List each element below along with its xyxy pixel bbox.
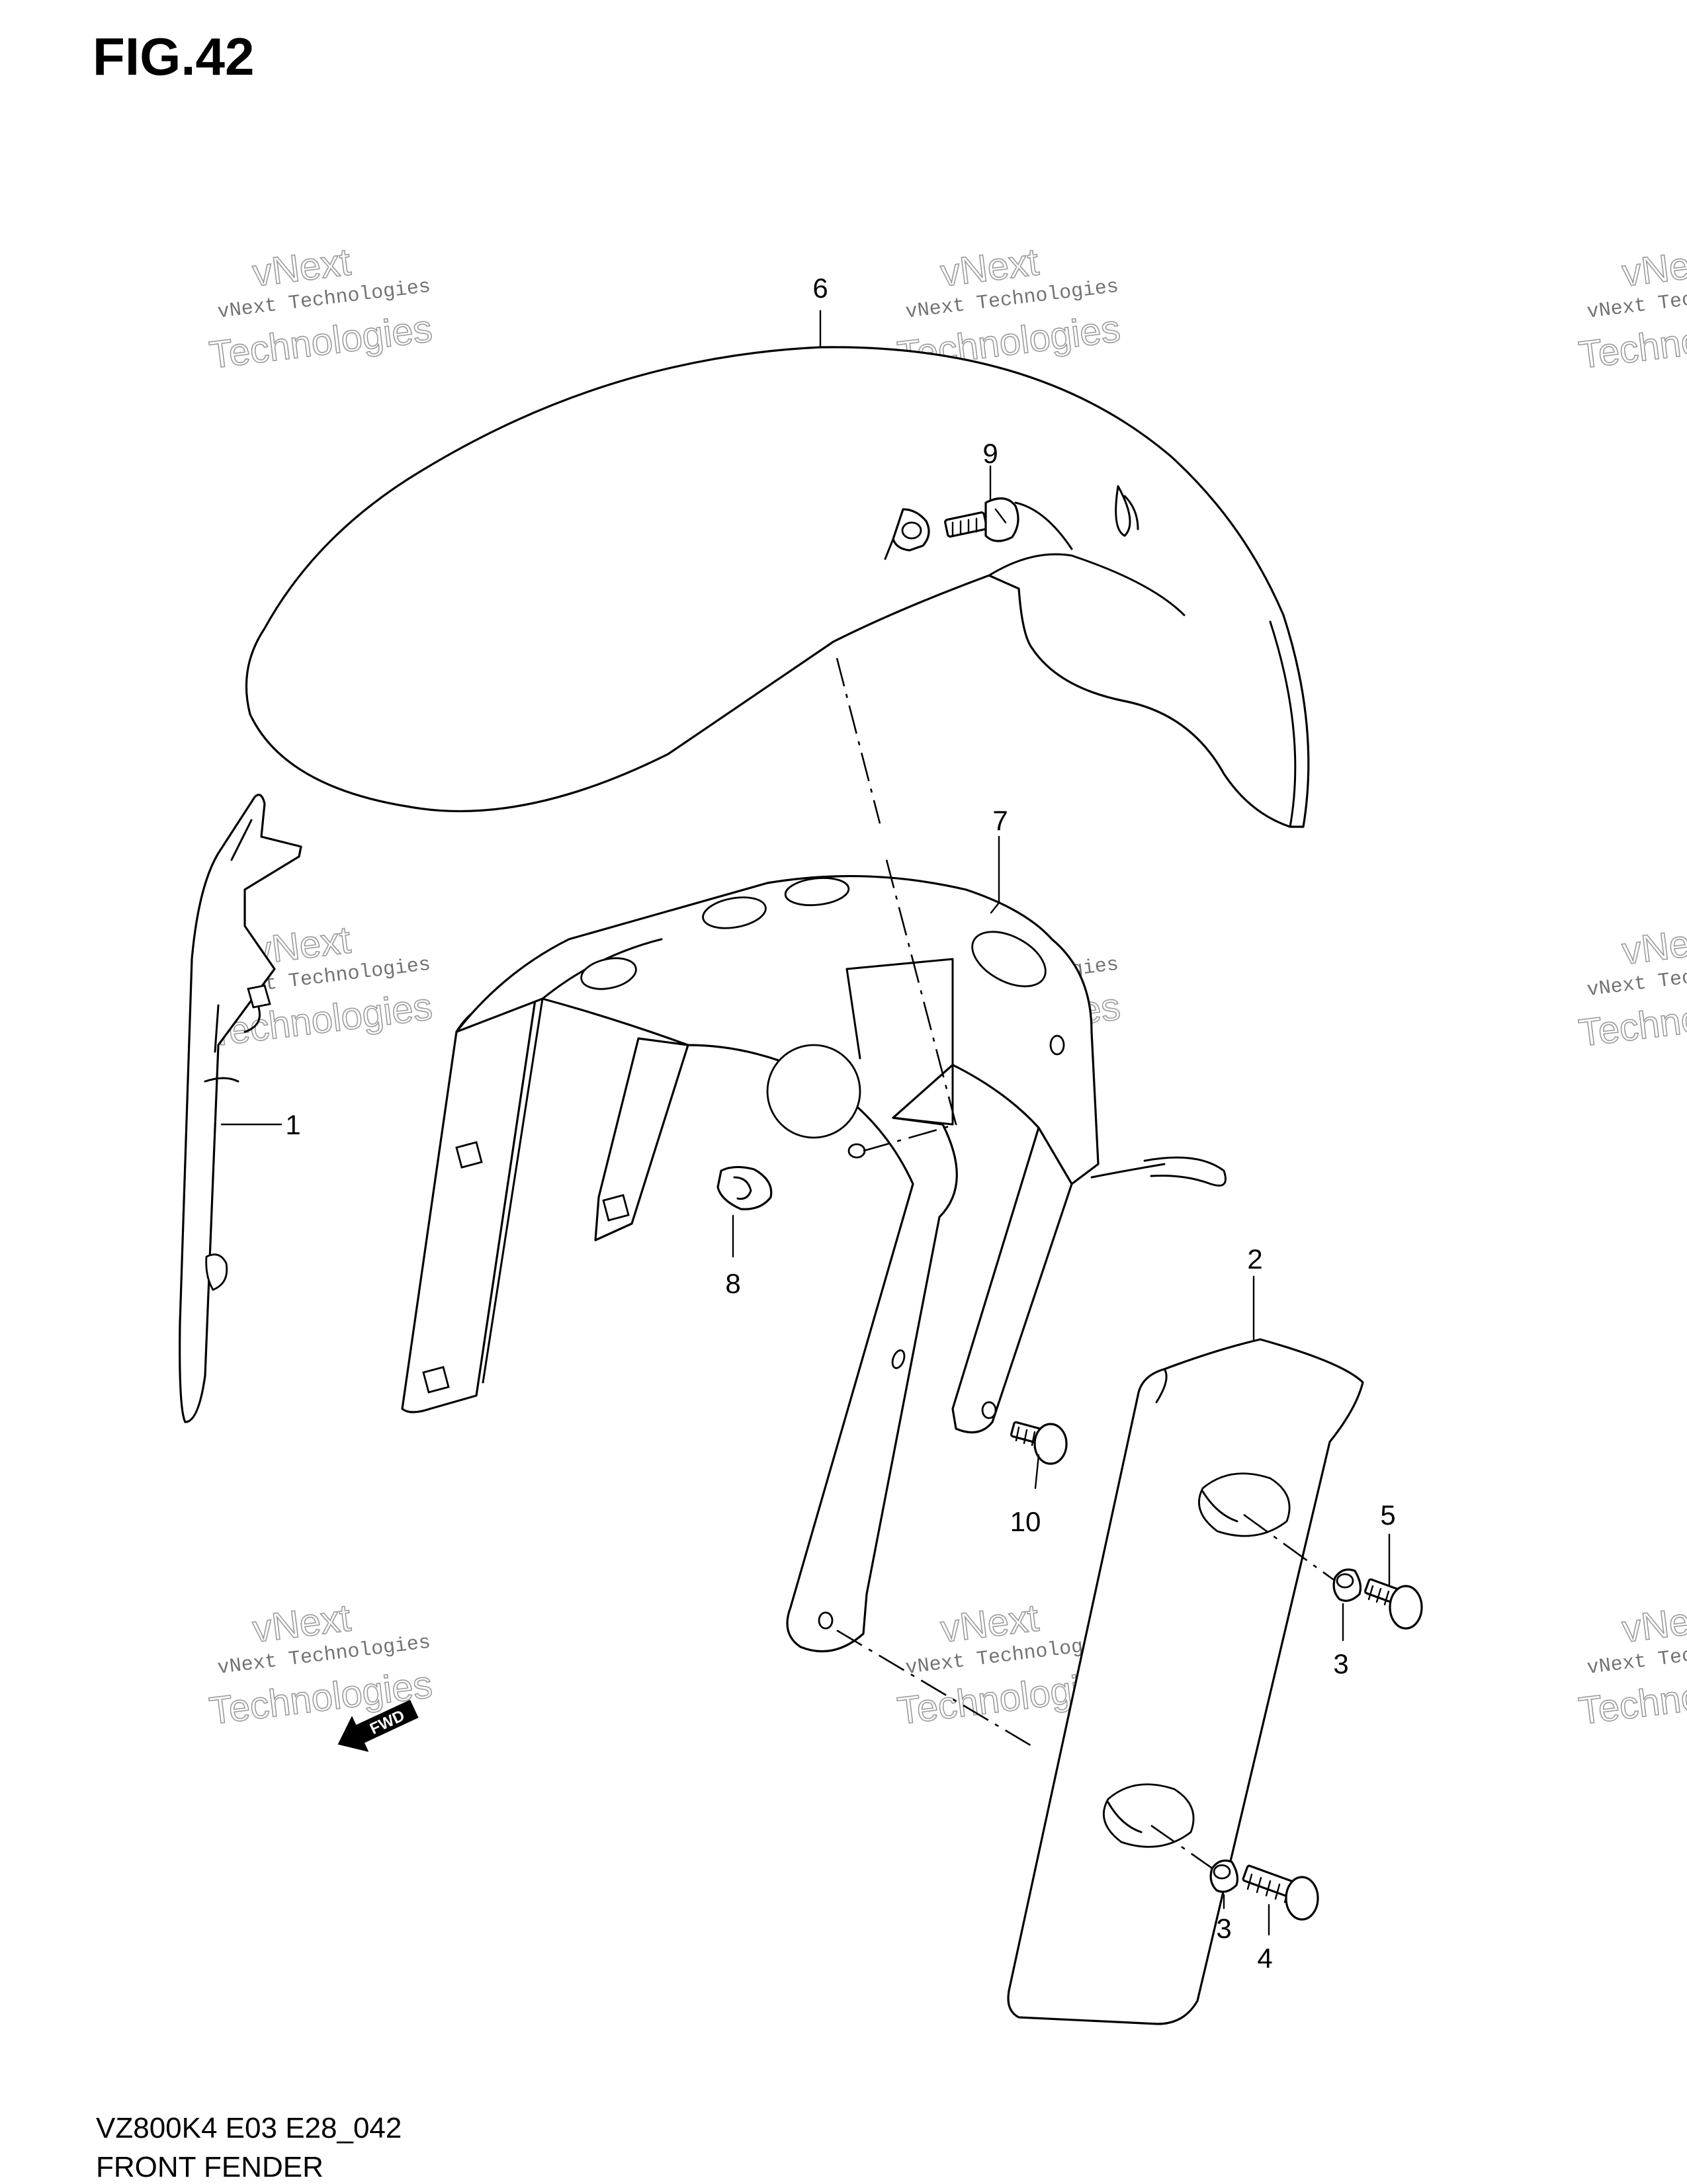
- callout-7: 7: [992, 805, 1008, 836]
- part-4-bolt: [1242, 1865, 1319, 1921]
- callout-5: 5: [1380, 1499, 1395, 1531]
- diagram-code: VZ800K4 E03 E28_042: [96, 2112, 402, 2144]
- callout-6: 6: [812, 273, 828, 304]
- part-6-front-fender: [245, 346, 1310, 828]
- callout-9: 9: [982, 438, 998, 469]
- callout-4: 4: [1257, 1943, 1272, 1974]
- part-2-cover-panel: [1007, 1338, 1364, 2025]
- watermark: vNext Technologies vNext Technologies: [1576, 240, 1687, 378]
- watermark: vNext Technologies vNext Technologies: [206, 240, 435, 378]
- part-3-spacer: [1332, 1568, 1362, 1602]
- watermark-line2: vNext: [1620, 1596, 1687, 1651]
- alignment-line: [1243, 1513, 1336, 1582]
- callout-10: 10: [1010, 1506, 1041, 1537]
- callout-2: 2: [1247, 1243, 1262, 1275]
- leader-lines: [220, 310, 1391, 1936]
- watermark-line2: vNext: [1620, 240, 1687, 295]
- part-1-left-bracket: [179, 794, 302, 1423]
- alignment-line: [836, 1629, 1033, 1747]
- alignment-line: [863, 859, 957, 1152]
- callout-8: 8: [725, 1268, 740, 1299]
- watermark: vNext Technologies vNext Technologies: [1576, 1596, 1687, 1734]
- part-7-fender-brace: [401, 875, 1227, 1653]
- alignment-line: [836, 657, 881, 824]
- callout-3: 3: [1216, 1913, 1231, 1944]
- watermark: vNext Technologies vNext Technologies: [1576, 918, 1687, 1056]
- part-3-spacer: [1209, 1859, 1239, 1893]
- part-8-nut: [716, 1165, 773, 1210]
- part-9-bolt: [884, 497, 1019, 560]
- alignment-line: [1150, 1824, 1218, 1873]
- callout-3: 3: [1333, 1648, 1348, 1679]
- part-10-screw: [1010, 1421, 1068, 1465]
- diagram-name: FRONT FENDER: [96, 2151, 324, 2183]
- figure-title: FIG.42: [93, 27, 255, 86]
- callout-1: 1: [285, 1109, 300, 1140]
- watermark-line2: vNext: [1620, 918, 1687, 973]
- part-5-bolt: [1363, 1578, 1423, 1630]
